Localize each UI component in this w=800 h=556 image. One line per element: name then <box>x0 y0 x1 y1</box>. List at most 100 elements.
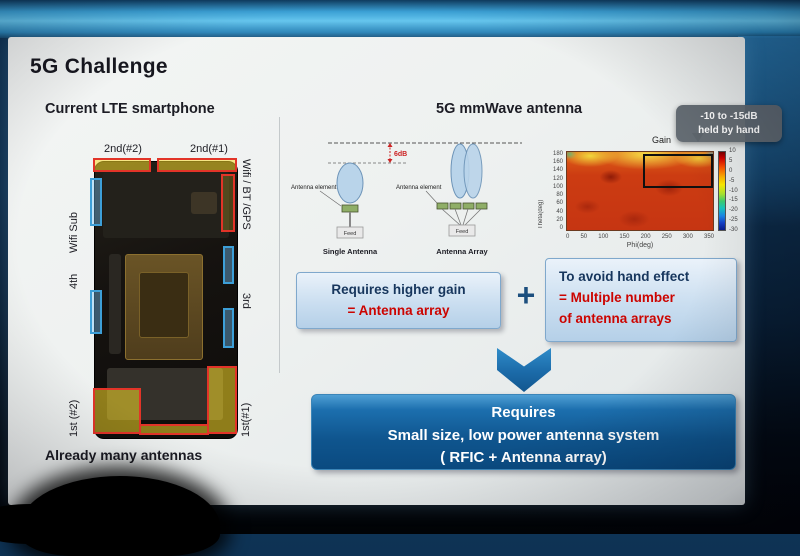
phi-tick-labels: 0 50 100 150 200 250 300 350 <box>566 234 714 240</box>
tick: 40 <box>556 208 563 215</box>
tick: 160 <box>552 159 563 166</box>
tick: 250 <box>661 234 672 240</box>
tick: 180 <box>552 151 563 157</box>
callout-line: To avoid hand effect <box>559 269 690 284</box>
antenna-label-wifi-bt-gps: Wifi / BT /GPS <box>240 159 252 230</box>
gain-axis-title: Gain <box>652 135 672 145</box>
tick: 100 <box>598 234 609 240</box>
gain-delta-label: 6dB <box>394 151 407 158</box>
tick: 300 <box>682 234 693 240</box>
tick: -5 <box>729 177 735 184</box>
antenna-highlight <box>90 290 102 334</box>
pointer-line <box>319 190 342 207</box>
callout-hand-effect: To avoid hand effect = Multiple number o… <box>545 258 737 342</box>
lte-smartphone-pcb-photo <box>90 158 238 439</box>
tick: 60 <box>556 200 563 207</box>
feed-line <box>464 208 482 226</box>
colorbar-tick-labels: 10 5 0 -5 -10 -15 -20 -25 -30 <box>729 148 738 233</box>
feed-box <box>448 224 476 237</box>
tick: 200 <box>640 234 651 240</box>
tick: 0 <box>566 234 570 240</box>
single-beam-icon <box>336 162 364 204</box>
single-antenna-caption: Single Antenna <box>323 247 378 256</box>
antenna-highlight <box>223 246 234 284</box>
tick: -25 <box>729 217 738 224</box>
antenna-element-label: Antenna element <box>291 185 337 191</box>
callout-line: Requires higher gain <box>331 282 466 297</box>
antenna-highlight <box>93 158 151 172</box>
antenna-comparison-diagram: 6dB Feed Antenna element Feed Antenna el… <box>291 142 522 256</box>
antenna-label-3rd: 3rd <box>240 293 252 309</box>
down-arrow-icon <box>497 348 551 392</box>
tick: -10 <box>729 187 738 194</box>
feed-line <box>441 208 461 226</box>
callout-higher-gain: Requires higher gain = Antenna array <box>296 272 501 329</box>
antenna-patch-icon <box>436 202 449 210</box>
pcb-region <box>139 272 189 338</box>
presentation-slide: 5G Challenge Current LTE smartphone 2nd(… <box>8 37 745 505</box>
right-column-heading: 5G mmWave antenna <box>436 101 583 117</box>
conclusion-box: Requires Small size, low power antenna s… <box>311 394 736 470</box>
phi-axis-label: Phi(deg) <box>626 242 654 249</box>
theta-tick-labels: 180 160 140 120 100 80 60 40 20 0 <box>548 151 563 231</box>
antenna-label-4th: 4th <box>68 273 80 289</box>
tick: 0 <box>559 224 563 231</box>
tick: 20 <box>556 216 563 223</box>
feed-label: Feed <box>344 231 357 237</box>
antenna-label-2nd-1: 2nd(#1) <box>190 143 228 155</box>
feed-box <box>336 226 364 239</box>
antenna-array-caption: Antenna Array <box>436 247 488 256</box>
tick: 50 <box>580 234 588 240</box>
pcb-region <box>125 254 203 360</box>
pcb-region <box>191 192 217 214</box>
tick: 10 <box>729 148 736 154</box>
pcb-region <box>109 254 121 354</box>
tick: -30 <box>729 227 738 233</box>
feed-label: Feed <box>456 229 469 235</box>
tooltip-line: held by hand <box>698 124 760 136</box>
tick: 0 <box>729 167 733 174</box>
feed-line <box>454 208 462 226</box>
tick: 5 <box>729 157 733 164</box>
conclusion-line: Requires <box>491 404 556 421</box>
arrowhead-icon <box>387 143 393 147</box>
arrowhead-icon <box>387 159 393 163</box>
tick: -15 <box>729 197 738 204</box>
antenna-label-wifi-sub: Wifi Sub <box>68 212 80 253</box>
theta-axis-label: Theta(deg) <box>538 199 544 229</box>
feed-line <box>462 208 469 226</box>
antenna-highlight <box>207 366 237 434</box>
tick: 100 <box>552 183 563 190</box>
antenna-highlight <box>157 158 237 172</box>
tick: 350 <box>703 234 714 240</box>
antenna-label-2nd-2: 2nd(#2) <box>104 143 142 155</box>
column-divider <box>279 117 280 373</box>
tick: -20 <box>729 207 738 214</box>
callout-line: = Antenna array <box>347 302 450 318</box>
callout-line: = Multiple number <box>559 289 675 305</box>
hand-effect-region-outline <box>643 154 713 188</box>
antenna-highlight <box>139 424 209 435</box>
left-column-heading: Current LTE smartphone <box>45 101 215 117</box>
pointer-line <box>425 190 438 204</box>
antenna-highlight <box>90 178 102 226</box>
tick: 120 <box>552 175 563 182</box>
tick: 140 <box>552 167 563 174</box>
array-beam-icon <box>463 143 483 199</box>
antenna-highlight <box>223 308 234 348</box>
antenna-patch-icon <box>462 202 475 210</box>
projector-top-light-band <box>0 0 800 38</box>
plus-sign: + <box>516 277 536 313</box>
antenna-patch-icon <box>341 204 359 213</box>
antenna-patch-icon <box>475 202 488 210</box>
colorbar <box>718 151 726 231</box>
tick: 150 <box>619 234 630 240</box>
conclusion-line: ( RFIC + Antenna array) <box>440 449 607 466</box>
conclusion-line: Small size, low power antenna system <box>387 426 660 444</box>
antenna-patch-icon <box>449 202 462 210</box>
antenna-highlight <box>93 388 141 434</box>
tooltip-line: -10 to -15dB <box>700 111 758 122</box>
antenna-label-1st-1: 1st(#1) <box>240 402 252 437</box>
antenna-highlight <box>221 174 235 232</box>
hand-loss-tooltip: -10 to -15dB held by hand <box>676 105 782 142</box>
